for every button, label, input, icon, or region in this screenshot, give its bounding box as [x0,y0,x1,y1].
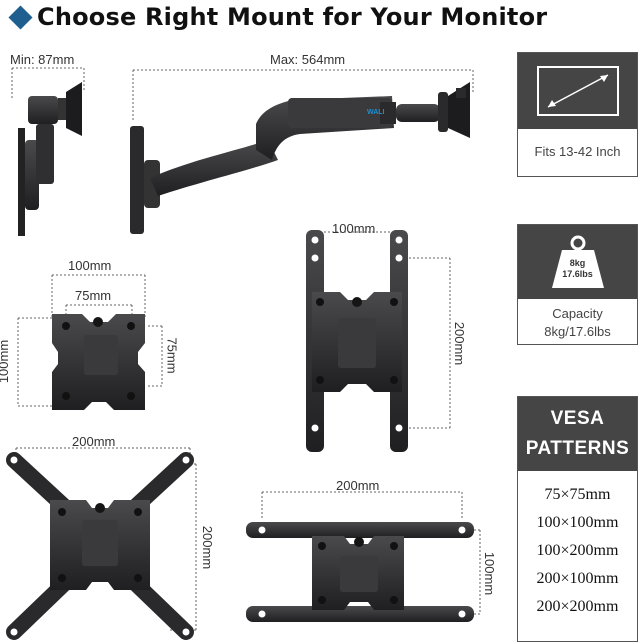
capacity-caption-line1: Capacity [552,306,603,321]
vesa-pattern-list: 75×75mm 100×100mm 100×200mm 200×100mm 20… [518,471,637,621]
plate-100-inner-label: 75mm [75,288,112,303]
vesa-pattern-item: 100×100mm [536,514,619,531]
vesa-pattern-item: 200×200mm [536,598,619,615]
capacity-card-header: 8kg 17.6lbs [518,225,637,299]
vesa-pattern-item: 200×100mm [536,570,619,587]
plate-100-side-inner-label: 75mm [164,337,180,374]
fits-card: Fits 13-42 Inch [517,52,638,177]
fits-caption: Fits 13-42 Inch [534,144,621,159]
plate-200x100-top-label: 200mm [336,478,380,493]
plate-200x100-side-label: 100mm [482,551,498,596]
plate-100-side-outer-label: 100mm [0,339,12,384]
min-reach-label: Min: 87mm [10,52,75,67]
plate-200-top-label: 200mm [72,434,116,449]
capacity-caption: Capacity 8kg/17.6lbs [518,299,637,341]
plate-200x200 [6,447,197,640]
vesa-card-header: VESA PATTERNS [518,397,637,471]
vesa-pattern-item: 100×200mm [536,542,619,559]
capacity-caption-line2: 8kg/17.6lbs [544,324,611,339]
plate-100x200-top-label: 100mm [332,221,376,236]
capacity-card: 8kg 17.6lbs Capacity 8kg/17.6lbs [517,224,638,345]
weight-kg: 8kg [569,258,586,268]
weight-lbs: 17.6lbs [562,269,593,279]
plate-100x100 [17,274,163,410]
plate-100-outer-label: 100mm [68,258,112,273]
max-reach-label: Max: 564mm [270,52,346,67]
brand-logo: WALI [367,109,385,116]
plate-100x200 [306,230,451,452]
plate-200-side-label: 200mm [200,525,216,570]
page-title: Choose Right Mount for Your Monitor [6,2,547,32]
min-arm-illustration [11,67,85,236]
monitor-diagonal-icon [536,66,619,116]
vesa-heading-line2: PATTERNS [525,438,630,459]
vesa-pattern-item: 75×75mm [544,486,611,503]
plate-100x200-side-label: 200mm [452,321,468,366]
weight-icon: 8kg 17.6lbs [548,234,608,290]
vesa-card: VESA PATTERNS 75×75mm 100×100mm 100×200m… [517,396,638,642]
fits-card-header [518,53,637,129]
vesa-heading-line1: VESA [550,408,605,429]
plate-200x100 [246,491,481,622]
max-arm-illustration [130,69,474,234]
title-text: Choose Right Mount for Your Monitor [37,3,548,31]
